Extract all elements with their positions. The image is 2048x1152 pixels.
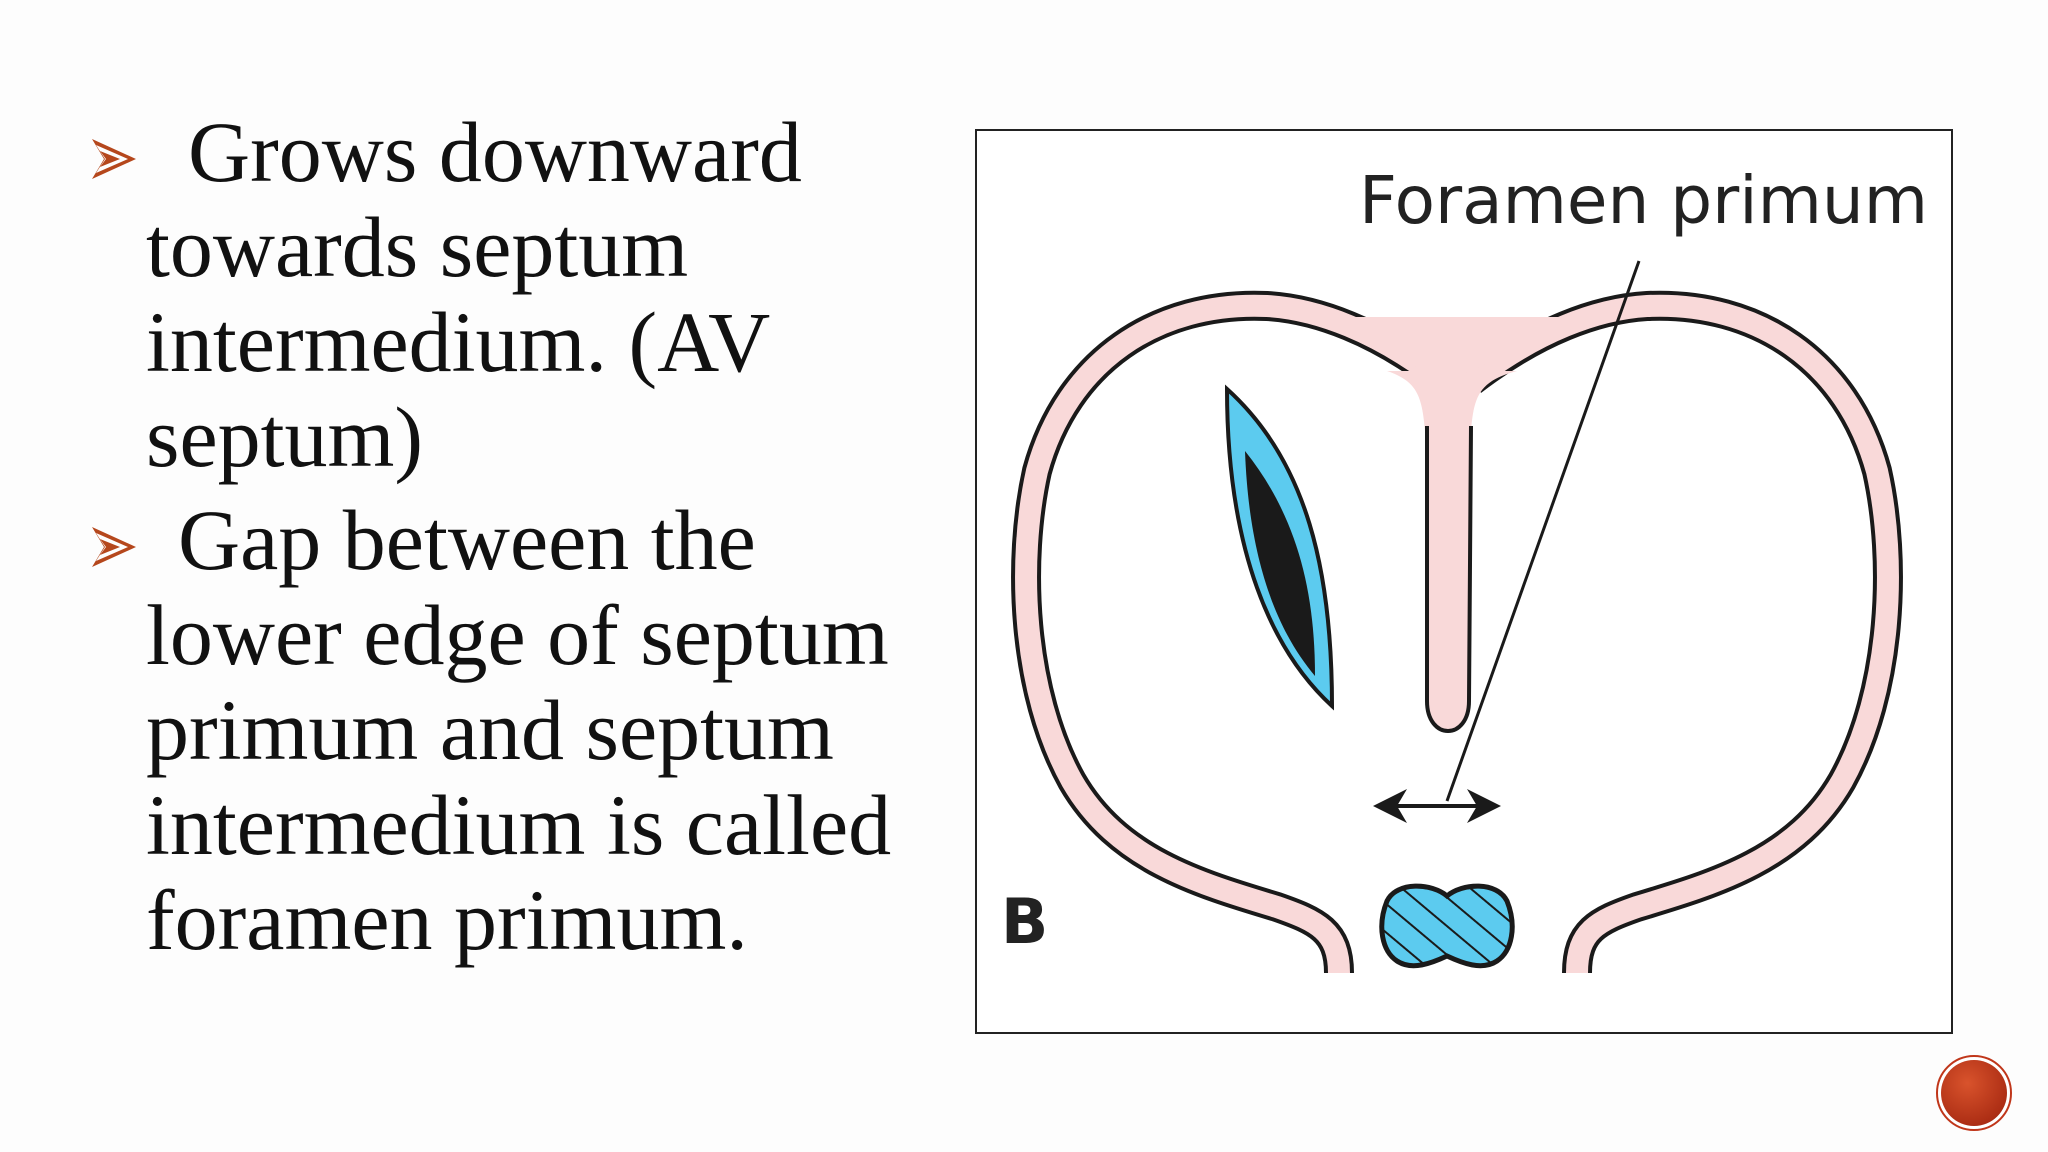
bullet-line: foramen primum.	[146, 872, 748, 968]
bullet-line: Gap between the	[178, 492, 756, 588]
gap-arrow	[1373, 789, 1501, 823]
arrowhead-bullet-icon	[92, 139, 136, 179]
valve-lens	[1224, 384, 1335, 711]
red-circle-button-icon	[1936, 1055, 2012, 1131]
diagram-canvas: Foramen primum B	[1001, 162, 1928, 974]
bullet-item: Gap between the lower edge of septum pri…	[92, 492, 940, 968]
bullet-list: Grows downward towards septum intermediu…	[92, 104, 940, 976]
heart-wall	[1011, 290, 1903, 974]
bullet-line: lower edge of septum	[146, 587, 889, 683]
nav-next-button[interactable]	[1935, 1054, 2013, 1132]
heart-septum-diagram: Foramen primum B	[975, 129, 1953, 1034]
bullet-line: primum and septum	[146, 682, 834, 778]
label-leader-line	[1445, 260, 1641, 802]
arrowhead-bullet-icon	[92, 527, 136, 567]
bullet-item: Grows downward towards septum intermediu…	[92, 104, 940, 485]
bullet-line: towards septum	[146, 199, 689, 295]
bullet-line: septum)	[146, 389, 424, 485]
bullet-line: intermedium is called	[146, 777, 892, 873]
bullet-line: Grows downward	[188, 104, 802, 200]
panel-letter: B	[1001, 885, 1048, 958]
foramen-primum-label: Foramen primum	[1359, 162, 1928, 239]
septum-primum	[1277, 317, 1637, 733]
bullet-line: intermedium. (AV	[146, 294, 771, 390]
septum-intermedium	[1379, 883, 1515, 969]
